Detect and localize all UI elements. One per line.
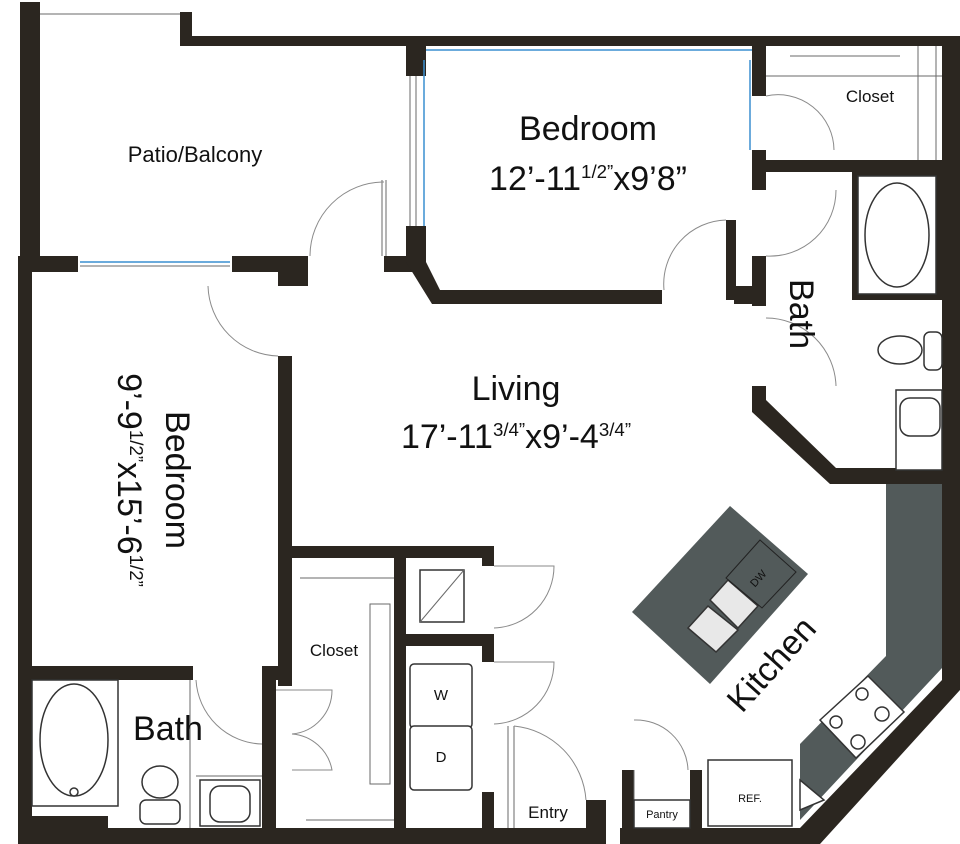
patio-label: Patio/Balcony — [128, 142, 263, 167]
bedroom2-dims: 9’-91/2”x15’-61/2” — [110, 373, 148, 587]
closet-top-label: Closet — [846, 87, 894, 106]
closet-mid-label: Closet — [310, 641, 358, 660]
bedroom1-dims: 12’-111/2”x9’8” — [489, 160, 687, 198]
living-dims: 17’-113/4”x9’-43/4” — [401, 418, 631, 456]
fixtures — [31, 175, 943, 829]
refrigerator — [707, 759, 793, 827]
door-swings — [195, 94, 837, 801]
thin-details — [40, 13, 942, 828]
living-name: Living — [472, 370, 561, 408]
dryer-label: D — [436, 749, 447, 766]
bath-left-label: Bath — [133, 710, 203, 748]
pantry-label: Pantry — [646, 809, 678, 821]
washer-label: W — [434, 687, 449, 704]
dryer — [409, 725, 473, 791]
bedroom2-name: Bedroom — [158, 411, 196, 549]
entry-label: Entry — [528, 803, 568, 822]
bedroom1-name: Bedroom — [519, 110, 657, 148]
kitchen-counters — [632, 484, 942, 820]
bath-right-label: Bath — [782, 279, 820, 349]
room-labels: Patio/Balcony Bedroom 12’-111/2”x9’8” Cl… — [110, 87, 894, 822]
refrigerator-label: REF. — [738, 793, 762, 805]
